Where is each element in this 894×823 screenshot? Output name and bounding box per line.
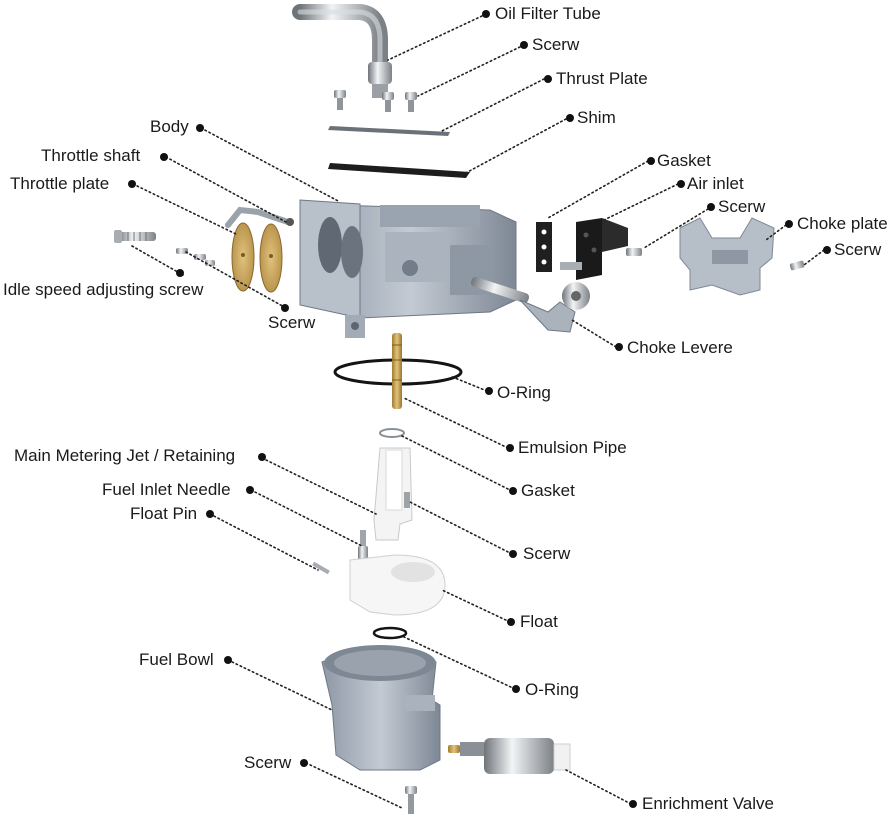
screw-air-inlet-part <box>626 248 642 256</box>
label-shim: Shim <box>577 108 616 127</box>
label-float-pin: Float Pin <box>130 504 198 523</box>
carburetor-body-part <box>299 199 517 338</box>
main-metering-jet-part <box>373 447 413 541</box>
thrust-plate-part <box>328 126 450 136</box>
gasket-mid-part <box>379 428 405 438</box>
oil-filter-tube-part <box>292 4 392 98</box>
fuel-bowl-part <box>321 645 441 771</box>
label-o-ring-top: O-Ring <box>497 383 551 402</box>
leader-lines <box>131 15 825 809</box>
label-o-ring-bottom: O-Ring <box>525 680 579 699</box>
label-screw-mid: Scerw <box>523 544 571 563</box>
idle-speed-screw-part <box>114 230 156 243</box>
fuel-inlet-needle-part <box>358 530 368 562</box>
shim-part <box>328 163 470 178</box>
label-body: Body <box>150 117 189 136</box>
label-gasket-mid: Gasket <box>521 481 575 500</box>
emulsion-pipe-part <box>392 333 402 409</box>
throttle-plates-part <box>231 222 283 293</box>
label-throttle-shaft: Throttle shaft <box>41 146 141 165</box>
label-idle-speed-screw: Idle speed adjusting screw <box>3 280 204 299</box>
label-air-inlet: Air inlet <box>687 174 744 193</box>
float-pin-part <box>312 561 330 575</box>
label-screw-left: Scerw <box>268 313 316 332</box>
label-fuel-inlet-needle: Fuel Inlet Needle <box>102 480 231 499</box>
label-gasket-right: Gasket <box>657 151 711 170</box>
shaft-right-part <box>470 277 530 303</box>
label-dots <box>128 10 831 808</box>
o-ring-bottom-part <box>372 626 408 640</box>
choke-lever-part <box>519 262 590 333</box>
label-oil-filter-tube: Oil Filter Tube <box>495 4 601 23</box>
screw-choke-part <box>789 260 805 271</box>
float-part <box>349 554 446 616</box>
label-choke-plate: Choke plate <box>797 214 888 233</box>
screw-bottom-part <box>405 786 417 814</box>
label-main-metering-jet: Main Metering Jet / Retaining <box>14 446 236 465</box>
label-choke-lever: Choke Levere <box>627 338 733 357</box>
label-screw-choke: Scerw <box>834 240 882 259</box>
screws-top-part <box>334 90 417 112</box>
label-float: Float <box>520 612 558 631</box>
gasket-right-part <box>536 222 552 272</box>
air-inlet-part <box>576 218 628 280</box>
throttle-shaft-part <box>225 206 294 228</box>
label-enrichment-valve: Enrichment Valve <box>642 794 774 813</box>
label-thrust-plate: Thrust Plate <box>556 69 648 88</box>
label-fuel-bowl: Fuel Bowl <box>139 650 214 669</box>
label-emulsion-pipe: Emulsion Pipe <box>518 438 627 457</box>
screw-mid-part <box>404 492 410 508</box>
label-screw-air-inlet: Scerw <box>718 197 766 216</box>
label-throttle-plate: Throttle plate <box>10 174 110 193</box>
enrichment-valve-part <box>448 738 571 774</box>
label-screw-top: Scerw <box>532 35 580 54</box>
label-screw-bottom: Scerw <box>244 753 292 772</box>
